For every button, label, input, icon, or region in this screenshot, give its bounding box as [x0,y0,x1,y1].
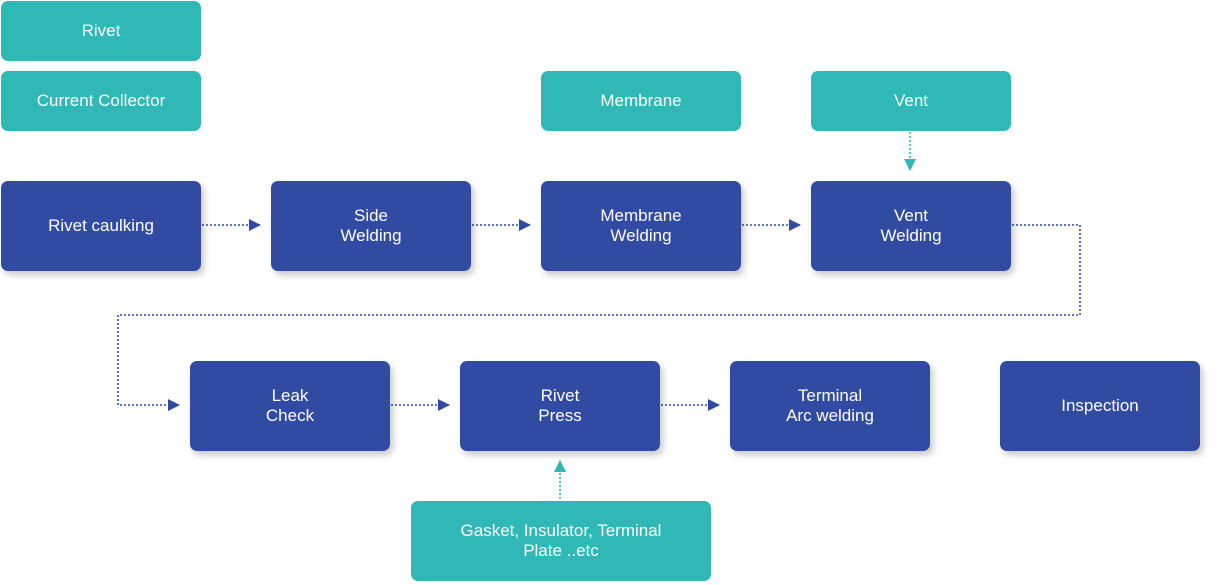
step-side-welding: Side Welding [271,181,471,271]
step-leak-check: Leak Check [190,361,390,451]
step-rivet-press: Rivet Press [460,361,660,451]
step-terminal-arc-welding: Terminal Arc welding [730,361,930,451]
input-membrane: Membrane [541,71,741,131]
arrow-vent-to-leak [117,224,1081,411]
step-rivet-caulking: Rivet caulking [1,181,201,271]
input-current-collector: Current Collector [1,71,201,131]
step-membrane-welding: Membrane Welding [541,181,741,271]
step-inspection: Inspection [1000,361,1200,451]
input-vent: Vent [811,71,1011,131]
step-vent-welding: Vent Welding [811,181,1011,271]
input-gasket-insulator-terminal-plate: Gasket, Insulator, Terminal Plate ..etc [411,501,711,581]
input-rivet: Rivet [1,1,201,61]
